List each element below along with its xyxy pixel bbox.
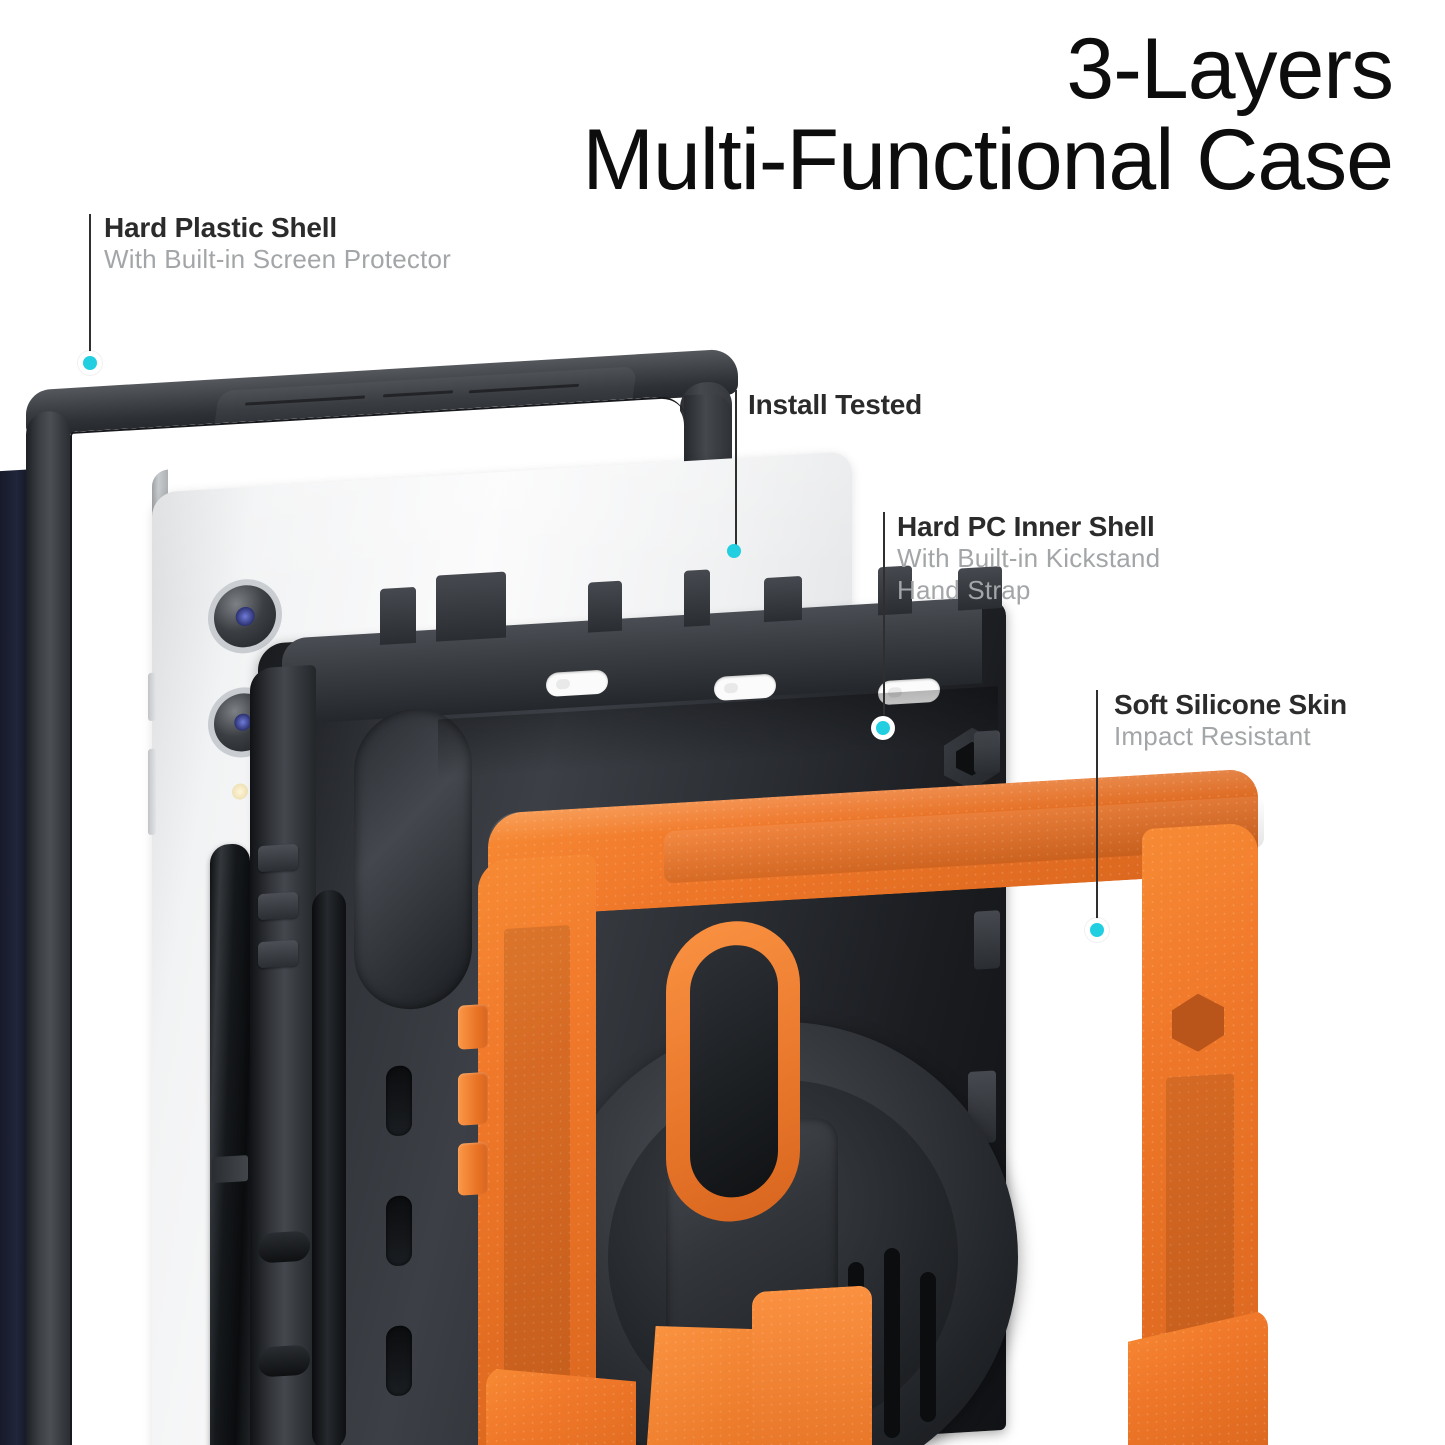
leader-line-hard-plastic-shell [89,214,91,360]
marker-dot-soft-silicone-skin [1085,918,1109,942]
volume-down-button-cover[interactable] [458,1141,488,1196]
shell-left-arm [26,410,70,1445]
callout-subtitle: Impact Resistant [1114,721,1311,751]
silicone-handle-right [752,1285,872,1445]
title-line-1: 3-Layers [1066,21,1394,117]
pc-shell-snap-2 [714,673,776,702]
leader-line-install-tested [735,390,737,551]
soft-silicone-skin-layer [452,762,1262,1445]
silicone-camera-hole [690,942,778,1200]
power-button-cover[interactable] [458,1003,488,1050]
support-post-1 [258,1230,310,1264]
silicone-hex-cutout [1172,992,1224,1053]
tablet-side-button-1 [148,672,156,722]
callout-soft-silicone-skin: Soft Silicone Skin Impact Resistant [1114,689,1347,753]
callout-heading: Hard Plastic Shell [104,212,337,243]
kickstand-slot-3 [920,1272,936,1422]
leader-line-soft-silicone-skin [1096,690,1098,925]
title-line-2: Multi-Functional Case [582,112,1394,209]
pc-shell-tab-5 [764,575,802,623]
pc-shell-hinge-2 [258,891,298,921]
pc-shell-snap-1 [546,669,608,698]
leader-line-hard-pc-inner-shell [883,512,885,722]
silicone-left-arm [478,853,596,1445]
pc-shell-slot-3 [386,1325,412,1397]
pc-shell-slot-1 [386,1065,412,1137]
callout-subtitle-line-2: Hand Strap [897,574,1031,605]
callout-subtitle: With Built-in Screen Protector [104,244,452,274]
callout-subtitle-line-1: With Built-in Kickstand [897,543,1161,573]
camera-flash [232,783,248,801]
kickstand-slot-2 [884,1248,900,1438]
callout-heading: Install Tested [748,389,923,420]
callout-heading: Soft Silicone Skin [1114,689,1347,720]
pc-shell-hinge-1 [258,843,298,873]
callout-hard-pc-inner-shell: Hard PC Inner Shell With Built-in Kickst… [897,511,1160,606]
pc-shell-tab-4 [684,569,710,627]
callout-heading: Hard PC Inner Shell [897,511,1155,542]
volume-up-button-cover[interactable] [458,1071,488,1126]
pc-shell-left-rail [250,664,316,1445]
support-post-2 [258,1344,310,1378]
marker-dot-install-tested [722,539,746,563]
callout-hard-plastic-shell: Hard Plastic Shell With Built-in Screen … [104,212,451,276]
pc-shell-pen-channel [312,888,346,1445]
callout-install-tested: Install Tested [748,389,922,421]
s-pen-button [212,1155,248,1184]
marker-dot-hard-plastic-shell [78,351,102,375]
pc-shell-hinge-3 [258,939,298,969]
pc-shell-slot-2 [386,1195,412,1267]
pc-shell-tab-1 [380,586,416,645]
pc-shell-tab-3 [588,580,622,633]
silicone-camera-ring [666,917,800,1226]
pc-shell-tab-2 [436,571,506,642]
marker-dot-hard-pc-inner-shell [871,716,895,740]
tablet-side-button-2 [148,748,156,836]
s-pen-stylus [210,842,250,1445]
page-title: 3-Layers Multi-Functional Case [582,21,1394,209]
